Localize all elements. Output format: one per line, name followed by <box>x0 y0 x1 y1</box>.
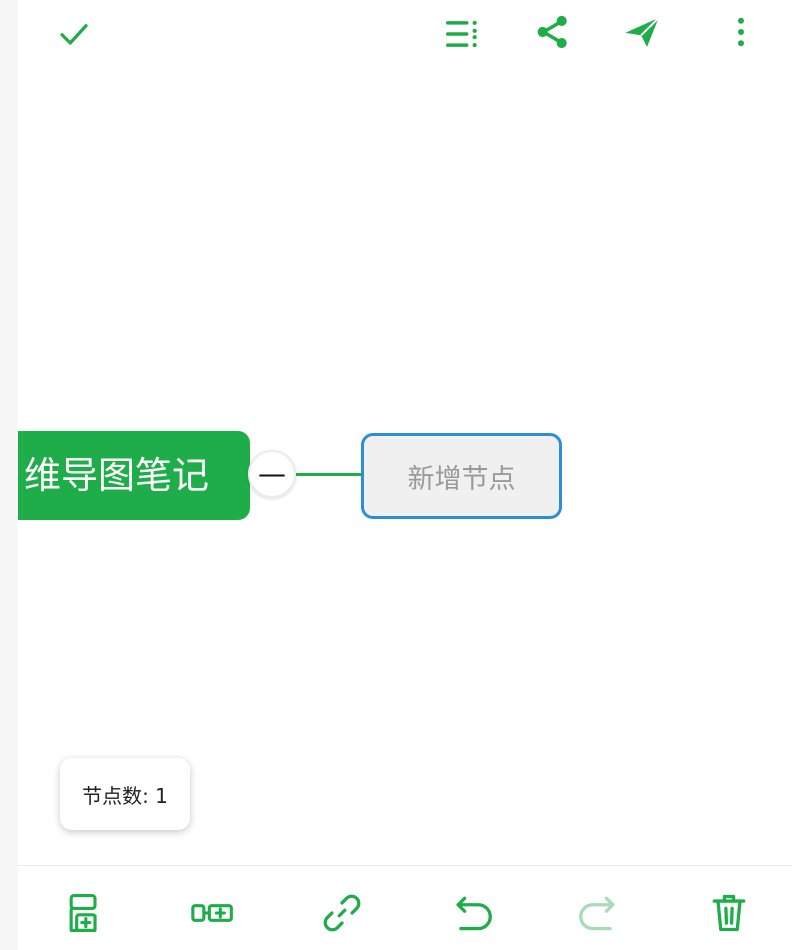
check-icon <box>60 24 88 45</box>
node-count-badge: 节点数: 1 <box>60 758 190 830</box>
add-sibling-node-icon <box>191 904 233 922</box>
root-node-edge <box>18 431 20 520</box>
root-node[interactable]: 维导图笔记 <box>18 431 250 520</box>
more-options-button[interactable] <box>715 6 767 58</box>
child-node-selected[interactable]: 新增节点 <box>361 433 562 519</box>
bottom-toolbar <box>18 866 792 950</box>
send-icon <box>625 17 660 47</box>
redo-button[interactable] <box>574 887 626 939</box>
share-icon <box>537 15 567 49</box>
root-node-label: 维导图笔记 <box>24 454 209 497</box>
undo-button[interactable] <box>445 887 497 939</box>
redo-icon <box>579 896 615 931</box>
bottom-divider <box>18 865 792 866</box>
outline-list-icon <box>446 20 477 48</box>
left-gutter <box>0 0 18 950</box>
share-button[interactable] <box>527 6 579 58</box>
add-child-node-icon <box>69 894 97 932</box>
undo-icon <box>456 896 492 931</box>
send-button[interactable] <box>616 6 668 58</box>
outline-button[interactable] <box>436 8 488 60</box>
more-vert-icon <box>738 17 744 47</box>
top-toolbar <box>18 0 792 70</box>
add-sibling-node-button[interactable] <box>187 887 239 939</box>
mindmap-canvas[interactable]: 维导图笔记 — 新增节点 <box>18 70 792 865</box>
delete-button[interactable] <box>703 887 755 939</box>
link-button[interactable] <box>316 887 368 939</box>
node-count-label: 节点数: 1 <box>82 783 168 808</box>
link-icon <box>323 894 361 932</box>
confirm-button[interactable] <box>48 8 100 60</box>
child-node-label: 新增节点 <box>407 463 516 495</box>
delete-icon <box>712 894 746 932</box>
add-child-node-button[interactable] <box>58 887 110 939</box>
collapse-symbol: — <box>258 457 286 490</box>
node-connector <box>296 473 362 476</box>
collapse-button[interactable]: — <box>248 450 296 498</box>
